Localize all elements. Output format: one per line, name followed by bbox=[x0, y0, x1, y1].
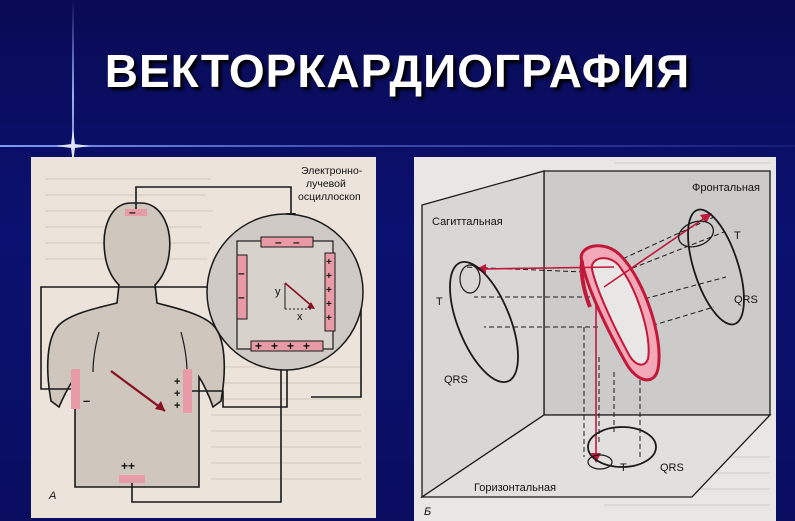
left-arm-electrode-plus-2: + bbox=[174, 388, 180, 400]
figure-b-panel: Сагиттальная Фронтальная Горизонтальная bbox=[414, 157, 776, 521]
oscilloscope-label-line3: осциллоскоп bbox=[298, 191, 361, 203]
frontal-t-label: T bbox=[734, 230, 741, 242]
sagittal-loop bbox=[449, 260, 519, 384]
heart-vector-arrowhead bbox=[155, 401, 165, 411]
bottom-plate-plus-2: + bbox=[271, 339, 278, 353]
leg-electrode-sign: ++ bbox=[121, 459, 135, 473]
sagittal-qrs-label: QRS bbox=[444, 374, 468, 386]
sagittal-plane-label: Сагиттальная bbox=[432, 216, 503, 228]
electrode-wires bbox=[40, 186, 362, 503]
right-plate-plus-5: + bbox=[326, 313, 332, 324]
left-arm-electrode bbox=[183, 369, 192, 413]
left-plate-minus-2: – bbox=[238, 290, 245, 304]
horizontal-loop bbox=[587, 426, 657, 468]
top-plate bbox=[260, 236, 314, 248]
oscilloscope-label-line1: Электронно- bbox=[301, 165, 363, 177]
figure-a-drawing: – – + + + ++ – – + + + bbox=[40, 165, 364, 503]
bottom-plate-plus-3: + bbox=[287, 339, 294, 353]
horizontal-t-label: T bbox=[620, 462, 627, 474]
left-arm-electrode-plus-1: + bbox=[174, 376, 180, 388]
figure-b-caption-letter: Б bbox=[424, 506, 431, 518]
oscilloscope-axis-x: x bbox=[297, 311, 303, 323]
right-arm-electrode-sign: – bbox=[83, 393, 90, 408]
horizontal-plane-label: Горизонтальная bbox=[474, 482, 556, 494]
right-plate-plus-2: + bbox=[326, 271, 332, 282]
horizontal-qrs-label: QRS bbox=[660, 462, 684, 474]
head-electrode-sign: – bbox=[129, 205, 136, 219]
human-torso-silhouette bbox=[46, 202, 226, 488]
top-plate-minus-1: – bbox=[275, 235, 282, 249]
frontal-plane bbox=[543, 170, 771, 416]
sparkle-icon bbox=[56, 129, 90, 163]
oscilloscope-axis-y: y bbox=[275, 286, 281, 298]
right-plate-plus-3: + bbox=[326, 285, 332, 296]
figure-a-panel: – – + + + ++ – – + + + bbox=[31, 157, 376, 518]
right-plate-plus-4: + bbox=[326, 299, 332, 310]
right-plate-plus-1: + bbox=[326, 257, 332, 268]
left-plate bbox=[236, 254, 248, 320]
oscilloscope-label-line2: лучевой bbox=[306, 178, 346, 190]
frontal-loop bbox=[687, 208, 745, 326]
frontal-qrs-label: QRS bbox=[734, 294, 758, 306]
bottom-plate-plus-1: + bbox=[255, 339, 262, 353]
figure-b-drawing: Сагиттальная Фронтальная Горизонтальная bbox=[419, 162, 772, 518]
left-arm-electrode-plus-3: + bbox=[174, 400, 180, 412]
right-arm-electrode bbox=[71, 369, 80, 409]
leg-electrode bbox=[119, 475, 145, 483]
figure-a-caption-letter: А bbox=[48, 490, 56, 502]
right-plate bbox=[324, 252, 336, 332]
left-plate-minus-1: – bbox=[238, 266, 245, 280]
sagittal-t-label: T bbox=[436, 296, 443, 308]
bottom-plate-plus-4: + bbox=[303, 339, 310, 353]
slide-title: ВЕКТОРКАРДИОГРАФИЯ bbox=[104, 45, 691, 97]
decorative-horizontal-line bbox=[0, 145, 795, 147]
top-plate-minus-2: – bbox=[293, 235, 300, 249]
bottom-plate bbox=[250, 340, 324, 352]
frontal-plane-label: Фронтальная bbox=[692, 182, 760, 194]
decorative-vertical-line bbox=[72, 0, 74, 160]
head-electrode bbox=[125, 209, 147, 216]
